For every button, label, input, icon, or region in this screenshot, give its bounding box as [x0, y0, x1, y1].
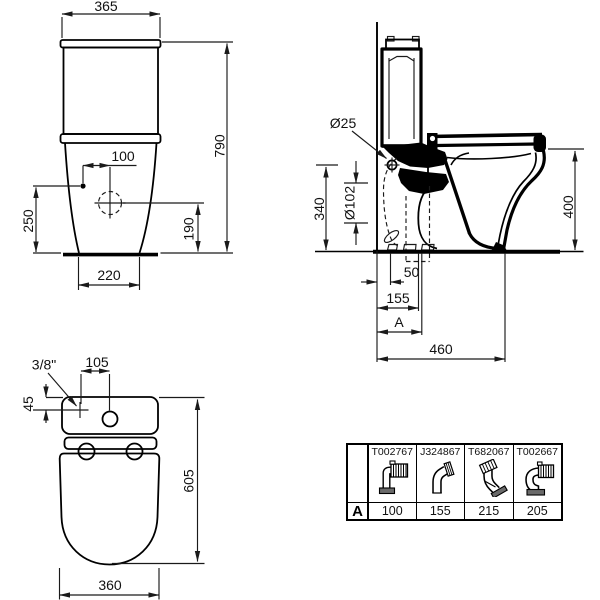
- dim-label: 155: [386, 290, 410, 306]
- dim-label: 190: [181, 217, 197, 241]
- dim-label: 3/8": [32, 357, 56, 373]
- table-column-t002767: T002767: [367, 445, 416, 502]
- table-value-t682067: 215: [464, 502, 513, 519]
- dim-365: 365: [61, 0, 161, 38]
- angled-connector-icon: [478, 459, 508, 497]
- dim-outlet-diameter: Ø102: [342, 161, 368, 245]
- dim-label: 360: [98, 577, 122, 593]
- cistern-hole: [101, 410, 119, 428]
- dim-360: 360: [58, 568, 160, 600]
- front-view: 365 100 250 190 790: [20, 0, 233, 290]
- offset-connector-icon: [432, 461, 455, 494]
- dim-label: 605: [181, 469, 197, 493]
- seat-hinge-right: [125, 442, 144, 461]
- dim-label: 340: [311, 197, 327, 221]
- plan-view-outline: [33, 396, 161, 566]
- dim-label: 105: [85, 354, 109, 370]
- dim-50: 50: [361, 253, 419, 285]
- table-column-j324867: J324867: [415, 445, 465, 502]
- dim-250: 250: [20, 185, 80, 254]
- table-row-label: A: [348, 502, 367, 519]
- dim-155: 155: [377, 253, 420, 311]
- table-value-t002767: 100: [367, 502, 416, 519]
- trap-dashed-outline: [382, 158, 399, 247]
- dim-label: 250: [20, 209, 36, 233]
- dim-tap-connection: 3/8": [32, 357, 77, 407]
- seat-hinge: [427, 133, 438, 163]
- dim-label: 790: [212, 134, 228, 158]
- seat-outline: [58, 452, 161, 566]
- dim-460: 460: [376, 251, 506, 362]
- dim-label: Ø102: [342, 186, 358, 220]
- dim-inlet-diameter: Ø25: [330, 115, 387, 159]
- part-number: T002667: [516, 446, 558, 458]
- dim-190: 190: [123, 202, 204, 252]
- dim-105: 105: [80, 354, 111, 411]
- side-view-outline: [315, 22, 584, 263]
- dim-790: 790: [160, 41, 233, 254]
- dim-100: 100: [80, 148, 137, 189]
- dim-label: A: [394, 314, 404, 330]
- dim-label: 460: [429, 341, 453, 357]
- dim-label: 400: [560, 195, 576, 219]
- dim-45: 45: [20, 384, 49, 423]
- dim-label: 45: [20, 396, 36, 412]
- side-view: Ø25 340 Ø102 400 50 155: [311, 22, 584, 362]
- seat-hinge-left: [77, 442, 96, 461]
- table-corner-cell: [348, 445, 367, 502]
- dim-label: 365: [94, 0, 118, 14]
- dim-label: Ø25: [330, 115, 357, 131]
- dim-label: 100: [111, 148, 135, 164]
- part-number: T002767: [371, 446, 413, 458]
- part-number: T682067: [468, 446, 510, 458]
- dim-220: 220: [77, 257, 141, 290]
- dim-A: A: [377, 253, 423, 335]
- dim-340: 340: [311, 164, 338, 251]
- elbow-ribbed-connector-icon: [379, 460, 409, 495]
- dim-label: 220: [97, 267, 121, 283]
- dim-label: 50: [404, 264, 420, 280]
- swan-neck-ribbed-connector-icon: [525, 461, 555, 496]
- plan-view: 3/8" 105 45 605 360: [20, 354, 205, 600]
- dim-605: 605: [112, 396, 205, 565]
- table-value-j324867: 155: [415, 502, 464, 519]
- part-number: J324867: [420, 446, 461, 458]
- table-column-t002667: T002667: [512, 445, 562, 502]
- dim-400: 400: [548, 148, 584, 251]
- table-column-t682067: T682067: [464, 445, 513, 502]
- front-view-outline: [59, 39, 162, 257]
- connector-options-table: T002767 J324867 T682067: [346, 443, 563, 521]
- table-value-t002667: 205: [512, 502, 561, 519]
